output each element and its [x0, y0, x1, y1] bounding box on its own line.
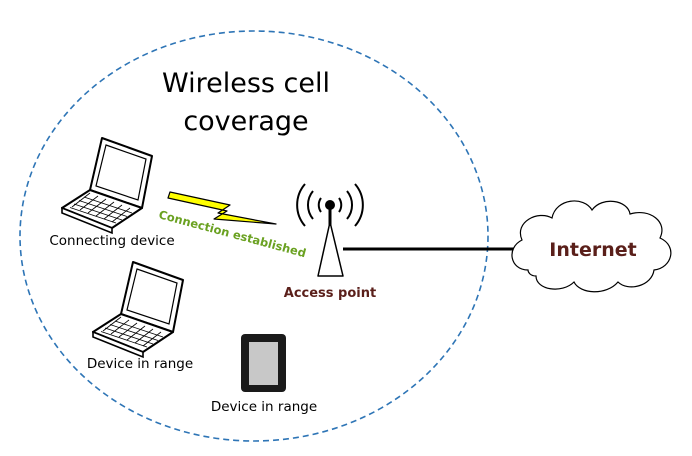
internet-cloud-icon — [511, 200, 672, 293]
coverage-title-line2: coverage — [183, 106, 308, 137]
connecting-device-label: Connecting device — [49, 233, 174, 249]
access-point-label: Access point — [284, 286, 376, 301]
laptop-in-range-label: Device in range — [87, 356, 193, 372]
device-in-range-tablet-icon — [241, 334, 286, 392]
device-in-range-laptop-icon — [92, 261, 184, 358]
access-point-antenna-icon — [296, 183, 364, 277]
coverage-title-line1: Wireless cell — [162, 68, 330, 99]
connecting-device-laptop-icon — [61, 137, 153, 234]
internet-label: Internet — [549, 239, 636, 261]
coverage-area — [19, 30, 489, 442]
tablet-in-range-label: Device in range — [211, 399, 317, 415]
lightning-bolt-icon — [167, 191, 277, 225]
